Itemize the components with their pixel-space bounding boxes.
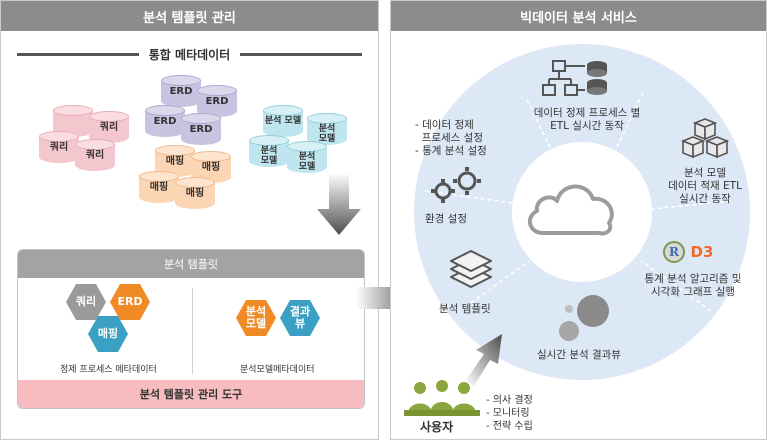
etl-flow-icon bbox=[542, 60, 607, 96]
metadata-title: 통합 메타데이터 bbox=[148, 47, 231, 62]
user-item: - 모니터링 bbox=[486, 408, 530, 419]
erd-db-icon: ERD bbox=[145, 105, 185, 137]
panel-title: 빅데이터 분석 서비스 bbox=[391, 1, 766, 31]
analysis-template-label: 분석 템플릿 bbox=[439, 303, 491, 315]
hex-mapping: 매핑 bbox=[88, 316, 128, 352]
r-logo-icon: R bbox=[663, 241, 685, 263]
users-label: 사용자 bbox=[420, 420, 454, 434]
gears-icon bbox=[431, 167, 481, 203]
metadata-title-row: 통합 메타데이터 bbox=[17, 44, 362, 64]
layers-icon bbox=[450, 250, 492, 288]
query-db-icon: 쿼리 bbox=[75, 139, 115, 171]
erd-db-icon: ERD bbox=[161, 75, 201, 107]
template-management-panel: 분석 템플릿 관리 통합 메타데이터 쿼리 쿼리 쿼리 ERD ERD ERD … bbox=[0, 0, 379, 440]
query-db-icon: 쿼리 bbox=[39, 131, 79, 163]
caption-left: 정제 프로세스 메타데이터 bbox=[60, 365, 157, 375]
panel-title: 분석 템플릿 관리 bbox=[1, 1, 378, 31]
down-arrow-icon bbox=[317, 173, 361, 235]
users-icon bbox=[404, 380, 480, 416]
erd-db-icon: ERD bbox=[197, 85, 237, 117]
up-arrow-icon bbox=[466, 334, 502, 386]
service-circle bbox=[414, 44, 750, 380]
cubes-icon bbox=[680, 118, 730, 159]
hex-query: 쿼리 bbox=[66, 284, 106, 320]
realtime-result-label: 실시간 분석 결과뷰 bbox=[537, 349, 621, 361]
template-divider bbox=[192, 288, 193, 374]
mapping-db-icon: 매핑 bbox=[139, 171, 179, 203]
cloud-icon bbox=[527, 184, 614, 236]
result-bubbles-icon bbox=[559, 295, 609, 341]
template-box-title: 분석 템플릿 bbox=[18, 250, 364, 278]
d3-logo-icon: D3 bbox=[690, 243, 714, 261]
users-list: - 의사 결정 - 모니터링 - 전략 수립 bbox=[486, 394, 533, 433]
model-db-icon: 분석 모델 bbox=[263, 105, 303, 137]
settings-list: - 데이터 정제 프로세스 설정- 통계 분석 설정 bbox=[415, 119, 487, 157]
user-item: - 전략 수립 bbox=[486, 421, 533, 432]
hex-erd: ERD bbox=[110, 284, 150, 320]
mapping-db-icon: 매핑 bbox=[175, 177, 215, 209]
env-setting-label: 환경 설정 bbox=[425, 213, 467, 225]
template-tool-bar: 분석 템플릿 관리 도구 bbox=[18, 380, 364, 408]
user-item: - 의사 결정 bbox=[486, 395, 533, 406]
caption-right: 분석모델메타데이터 bbox=[240, 365, 315, 375]
erd-db-icon: ERD bbox=[181, 113, 221, 145]
